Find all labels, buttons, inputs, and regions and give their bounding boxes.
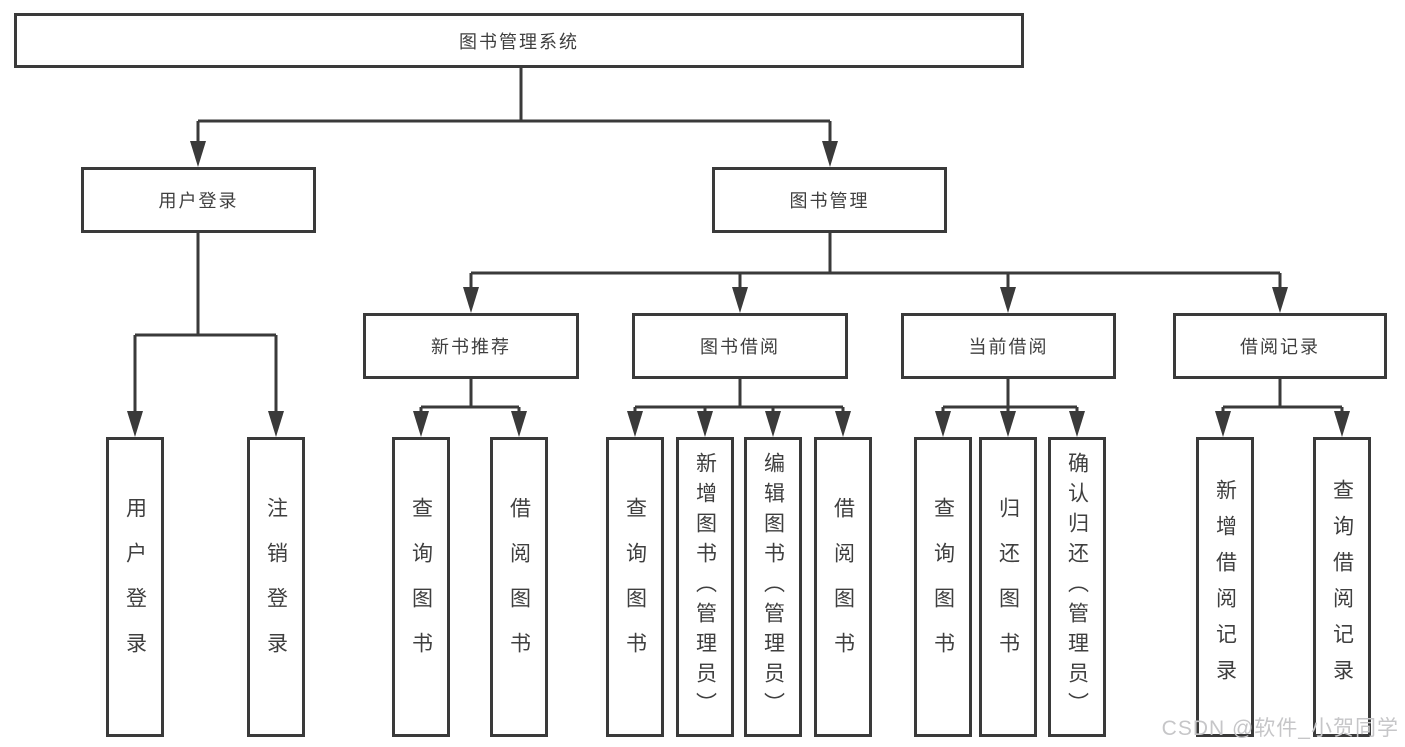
leaf-confirm-return-admin: 确认归还（管理员） (1048, 437, 1106, 737)
node-user-login: 用户登录 (81, 167, 316, 233)
leaf-query-books: 查询图书 (606, 437, 664, 737)
leaf-borrow-books: 借阅图书 (490, 437, 548, 737)
node-current-borrowing: 当前借阅 (901, 313, 1116, 379)
node-book-borrowing: 图书借阅 (632, 313, 848, 379)
node-new-book-recommend: 新书推荐 (363, 313, 579, 379)
leaf-add-books-admin: 新增图书（管理员） (676, 437, 734, 737)
leaf-logout: 注销登录 (247, 437, 305, 737)
node-label: 图书管理系统 (459, 31, 579, 52)
leaf-return-books: 归还图书 (979, 437, 1037, 737)
leaf-query-books: 查询图书 (914, 437, 972, 737)
leaf-query-borrow-record: 查询借阅记录 (1313, 437, 1371, 737)
node-label: 图书借阅 (700, 337, 780, 357)
arrowheads (127, 141, 1350, 437)
leaf-borrow-books: 借阅图书 (814, 437, 872, 737)
leaf-user-login: 用户登录 (106, 437, 164, 737)
node-label: 借阅记录 (1240, 337, 1320, 357)
csdn-watermark: CSDN @软件_小贺同学 (1161, 717, 1399, 740)
node-library-management-system: 图书管理系统 (14, 13, 1024, 68)
node-book-management: 图书管理 (712, 167, 947, 233)
leaf-query-books: 查询图书 (392, 437, 450, 737)
node-label: 当前借阅 (968, 337, 1049, 357)
leaf-add-borrow-record: 新增借阅记录 (1196, 437, 1254, 737)
node-label: 用户登录 (158, 191, 239, 211)
leaf-edit-books-admin: 编辑图书（管理员） (744, 437, 802, 737)
node-label: 新书推荐 (431, 337, 511, 357)
node-borrow-records: 借阅记录 (1173, 313, 1387, 379)
node-label: 图书管理 (789, 191, 870, 211)
